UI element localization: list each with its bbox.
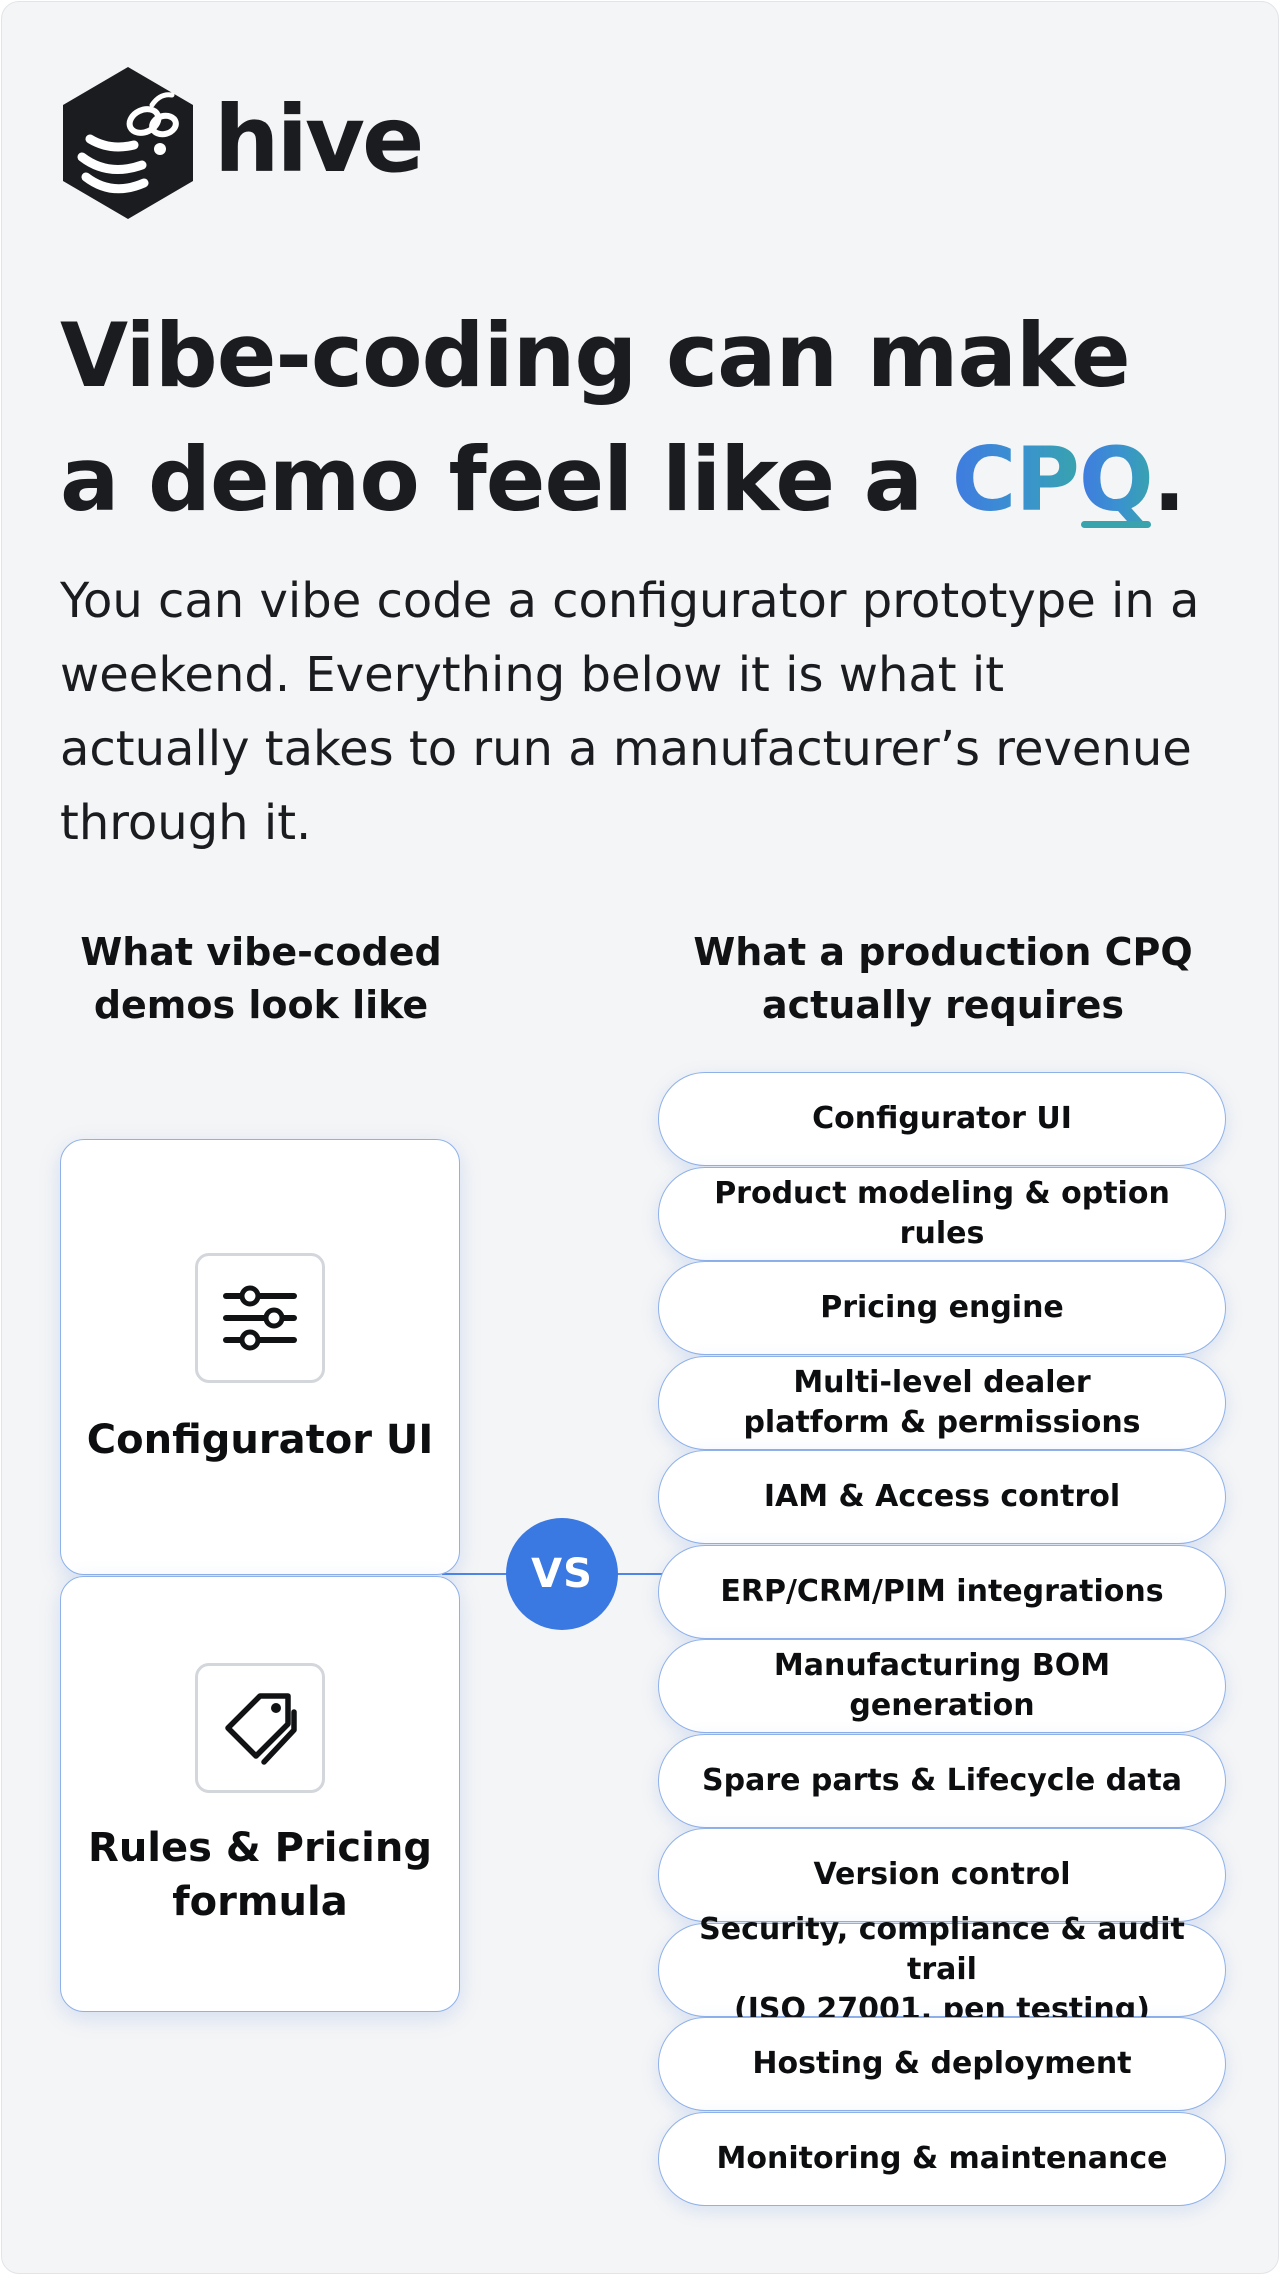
requirement-label-line-2: platform & permissions	[743, 1404, 1141, 1440]
requirement-pill: Manufacturing BOM generation	[658, 1639, 1226, 1733]
requirement-pill: Hosting & deployment	[658, 2017, 1226, 2111]
requirement-pill: ERP/CRM/PIM integrations	[658, 1544, 1226, 1639]
requirement-label: Hosting & deployment	[752, 2044, 1131, 2084]
requirement-label-line-1: Monitoring & maintenance	[716, 2140, 1168, 2176]
requirement-label: Version control	[813, 1855, 1070, 1895]
headline-line-2: a demo feel like a CPQ.	[60, 418, 1220, 542]
hive-logo: hive	[60, 64, 424, 222]
requirement-label-line-1: Pricing engine	[820, 1290, 1064, 1325]
requirement-label: Configurator UI	[812, 1099, 1072, 1139]
requirement-label: Multi-level dealer platform & permissions	[743, 1363, 1140, 1443]
requirement-label: ERP/CRM/PIM integrations	[720, 1572, 1163, 1612]
requirement-label: Manufacturing BOM generation	[683, 1646, 1201, 1726]
requirement-pill: Monitoring & maintenance	[658, 2111, 1226, 2206]
requirement-label: Spare parts & Lifecycle data	[702, 1761, 1182, 1801]
requirement-label: Security, compliance & audit trail(ISO 2…	[683, 1910, 1201, 2030]
requirement-pill: IAM & Access control	[658, 1450, 1226, 1544]
left-heading-line-2: demos look like	[93, 983, 429, 1027]
demo-box-label-line-2: formula	[172, 1879, 348, 1925]
requirement-label-line-1: Version control	[813, 1857, 1071, 1892]
brand-name: hive	[214, 86, 424, 193]
headline-cp: CP	[951, 428, 1080, 531]
requirement-label-line-1: Product modeling & option rules	[714, 1175, 1170, 1251]
requirement-label-line-1: Manufacturing BOM generation	[773, 1648, 1111, 1723]
demo-box-label: Configurator UI	[70, 1413, 450, 1467]
requirement-label: IAM & Access control	[764, 1477, 1120, 1517]
demo-box-label-line-1: Rules & Pricing	[88, 1825, 432, 1871]
demo-box-rules-pricing: Rules & Pricing formula	[60, 1576, 460, 2012]
headline-q-wrap: Q	[1078, 418, 1154, 542]
requirement-label-line-1: Security, compliance & audit trail	[699, 1911, 1185, 1987]
requirement-label-line-1: ERP/CRM/PIM integrations	[720, 1573, 1164, 1609]
requirement-label-line-1: Multi-level dealer	[793, 1364, 1091, 1400]
demo-box-configurator: Configurator UI	[60, 1139, 460, 1575]
headline-line-2-prefix: a demo feel like a	[60, 428, 952, 531]
requirement-pill: Security, compliance & audit trail(ISO 2…	[658, 1912, 1226, 2027]
requirement-pill: Product modeling & option rules	[658, 1166, 1226, 1261]
icon-tile	[195, 1663, 325, 1793]
headline: Vibe-coding can make a demo feel like a …	[60, 294, 1220, 542]
right-heading-line-2: actually requires	[761, 983, 1124, 1027]
bee-hexagon-icon	[63, 67, 193, 219]
right-heading-line-1: What a production CPQ	[693, 930, 1193, 974]
requirement-label: Pricing engine	[820, 1288, 1064, 1328]
requirement-label: Product modeling & option rules	[683, 1174, 1201, 1254]
vs-badge: VS	[506, 1518, 618, 1630]
requirement-pill: Multi-level dealer platform & permissions	[658, 1355, 1226, 1450]
requirement-label-line-1: Hosting & deployment	[752, 2046, 1132, 2081]
headline-line-1: Vibe-coding can make	[60, 304, 1131, 407]
left-heading-line-1: What vibe-coded	[80, 930, 442, 974]
requirement-pill: Pricing engine	[658, 1261, 1226, 1355]
headline-suffix: .	[1152, 428, 1186, 531]
demo-box-label-line-1: Configurator UI	[86, 1417, 434, 1463]
demo-box-label: Rules & Pricing formula	[70, 1821, 450, 1929]
requirement-label: Monitoring & maintenance	[717, 2139, 1168, 2179]
sliders-icon	[223, 1285, 297, 1351]
requirements-list: Configurator UI Product modeling & option…	[658, 1072, 1226, 2206]
headline-q: Q	[1078, 428, 1154, 531]
requirement-label-line-1: Spare parts & Lifecycle data	[702, 1762, 1182, 1798]
left-column-heading: What vibe-coded demos look like	[60, 926, 462, 1032]
right-column-heading: What a production CPQ actually requires	[658, 926, 1228, 1032]
requirement-pill: Version control	[658, 1828, 1226, 1922]
subhead: You can vibe code a configurator prototy…	[60, 573, 1200, 851]
requirement-label-line-1: Configurator UI	[812, 1101, 1072, 1136]
icon-tile	[195, 1253, 325, 1383]
requirement-label-line-1: IAM & Access control	[763, 1479, 1121, 1514]
price-tags-icon	[225, 1693, 297, 1765]
requirement-pill: Spare parts & Lifecycle data	[658, 1733, 1226, 1828]
requirement-pill: Configurator UI	[658, 1072, 1226, 1166]
